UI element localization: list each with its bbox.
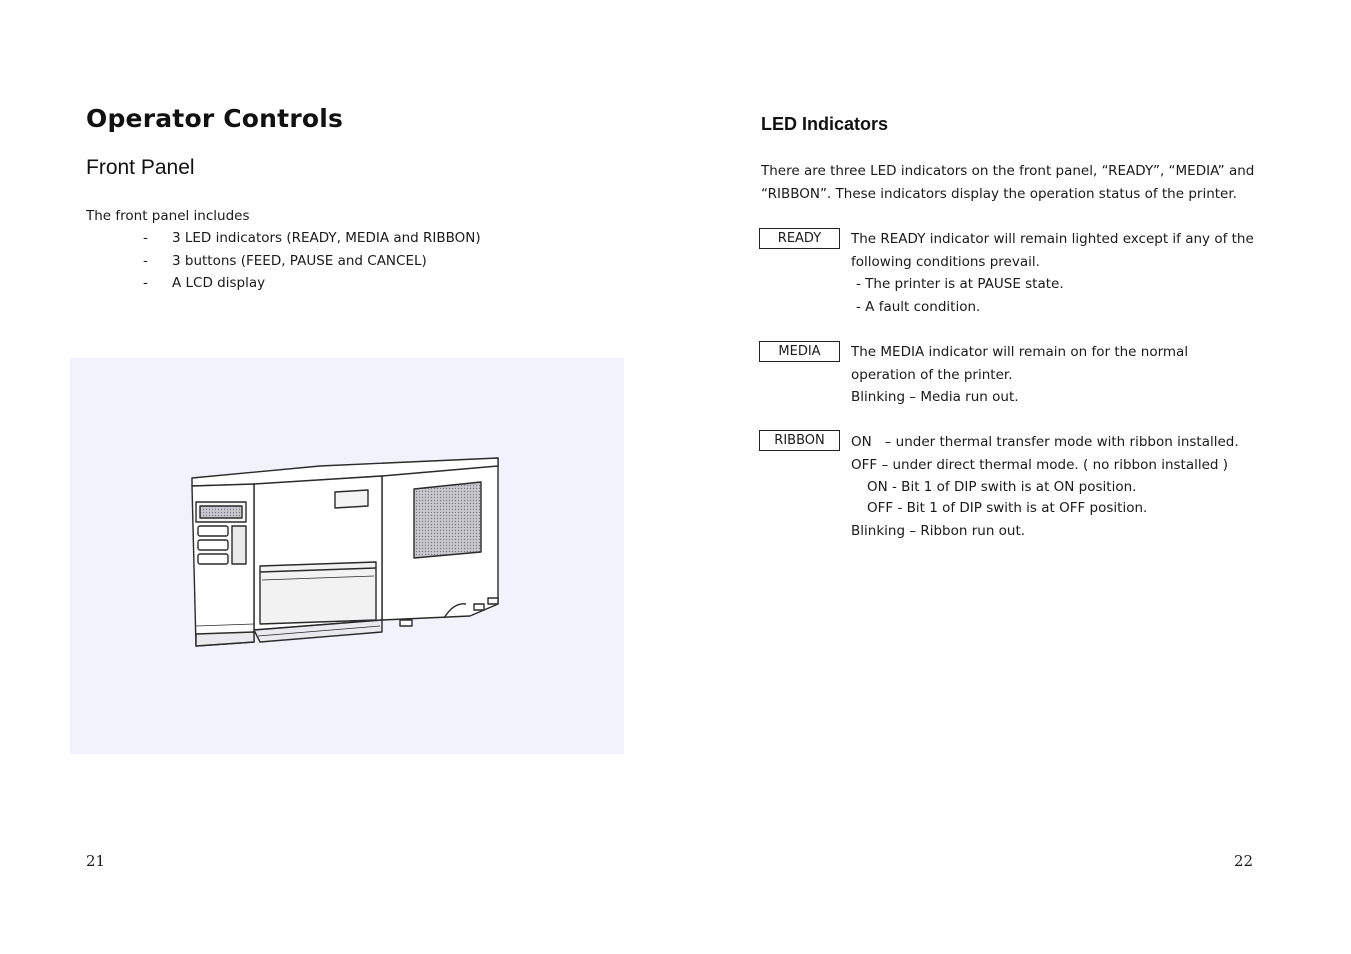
led-description-media: The MEDIA indicator will remain on for t… xyxy=(851,341,1188,409)
led-label-media: MEDIA xyxy=(759,341,840,362)
list-item-text: 3 buttons (FEED, PAUSE and CANCEL) xyxy=(172,252,427,269)
description-line: The MEDIA indicator will remain on for t… xyxy=(851,344,1189,360)
section-title: LED Indicators xyxy=(761,114,889,134)
printer-figure xyxy=(70,358,624,754)
list-item-text: A LCD display xyxy=(172,275,266,291)
description-line: The READY indicator will remain lighted … xyxy=(851,231,1254,247)
bullet-dash: - xyxy=(143,275,148,291)
left-page: Operator Controls Front Panel The front … xyxy=(0,0,675,954)
section-subtitle: Front Panel xyxy=(86,156,195,179)
led-label-ready: READY xyxy=(759,228,840,249)
description-line: OFF – under direct thermal mode. ( no ri… xyxy=(851,456,1229,473)
list-item: - A LCD display xyxy=(140,272,481,295)
list-item: - 3 LED indicators (READY, MEDIA and RIB… xyxy=(140,227,481,250)
page-title: Operator Controls xyxy=(86,104,344,133)
page-number: 21 xyxy=(86,852,106,870)
description-line: Blinking – Media run out. xyxy=(851,389,1019,405)
feature-list: - 3 LED indicators (READY, MEDIA and RIB… xyxy=(140,227,481,295)
description-line: ON – under thermal transfer mode with ri… xyxy=(851,434,1239,450)
led-description-ribbon: ON – under thermal transfer mode with ri… xyxy=(851,431,1239,542)
description-line: operation of the printer. xyxy=(851,366,1013,383)
lead-paragraph: There are three LED indicators on the fr… xyxy=(761,160,1254,205)
intro-text: The front panel includes xyxy=(86,208,250,224)
lead-line: There are three LED indicators on the fr… xyxy=(761,163,1255,179)
bullet-dash: - xyxy=(143,252,148,269)
list-item: - 3 buttons (FEED, PAUSE and CANCEL) xyxy=(140,250,481,273)
description-line: OFF - Bit 1 of DIP swith is at OFF posit… xyxy=(867,500,1148,516)
page-number: 22 xyxy=(1234,852,1254,870)
led-label-ribbon: RIBBON xyxy=(759,430,840,451)
bullet-dash: - xyxy=(143,230,148,246)
list-item-text: 3 LED indicators (READY, MEDIA and RIBBO… xyxy=(172,230,481,246)
description-line: - A fault condition. xyxy=(856,298,981,315)
printer-illustration-icon xyxy=(191,457,499,647)
description-line: following conditions prevail. xyxy=(851,253,1040,270)
lead-line: “RIBBON”. These indicators display the o… xyxy=(761,185,1237,202)
description-line: Blinking – Ribbon run out. xyxy=(851,522,1026,539)
description-line: ON - Bit 1 of DIP swith is at ON positio… xyxy=(867,479,1137,495)
description-line: - The printer is at PAUSE state. xyxy=(856,276,1064,292)
right-page: LED Indicators There are three LED indic… xyxy=(676,0,1351,954)
led-description-ready: The READY indicator will remain lighted … xyxy=(851,228,1254,318)
